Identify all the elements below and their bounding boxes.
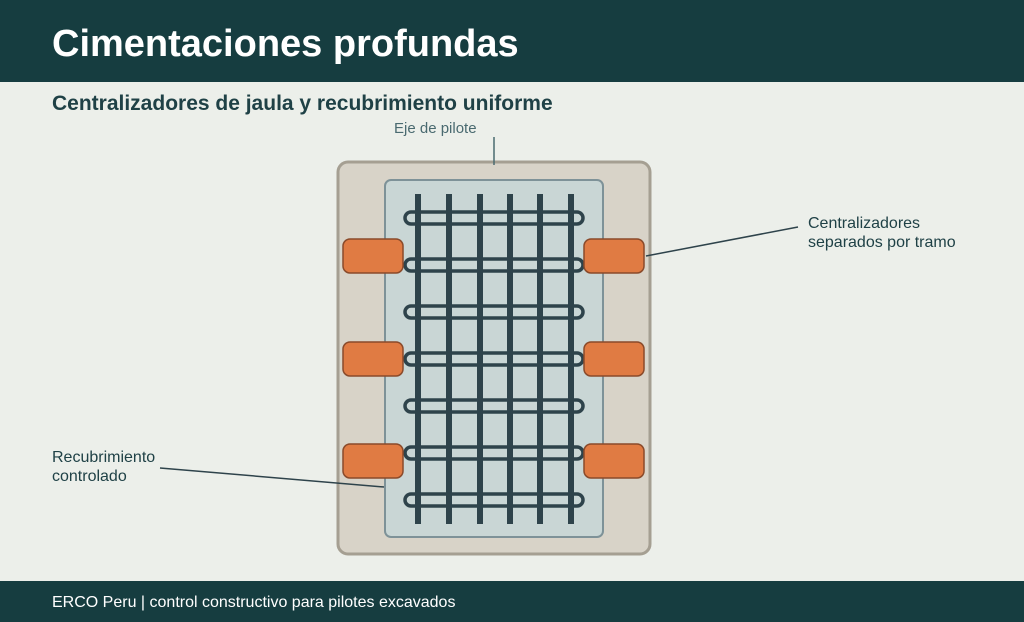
header-bar [0, 0, 1024, 82]
longitudinal-bars [415, 194, 574, 524]
centralizer [583, 341, 645, 377]
cover-label-line2: controlado [52, 468, 127, 485]
stirrup [403, 398, 585, 414]
stirrup [403, 445, 585, 461]
centralizer [583, 238, 645, 274]
cover-leader [159, 467, 385, 488]
stirrup [403, 210, 585, 226]
stirrup [403, 351, 585, 367]
centralizers-right [583, 238, 645, 479]
centralizers-left [342, 238, 404, 479]
footer-text: ERCO Peru | control constructivo para pi… [52, 594, 456, 611]
stirrup [403, 492, 585, 508]
centralizer [342, 341, 404, 377]
centralizers-label-line1: Centralizadores [808, 215, 920, 232]
footer-bar [0, 581, 1024, 622]
page-subtitle: Centralizadores de jaula y recubrimiento… [52, 92, 553, 115]
stirrup [403, 304, 585, 320]
centralizer [342, 443, 404, 479]
centralizer [583, 443, 645, 479]
centralizers-leader [645, 226, 799, 257]
page-title: Cimentaciones profundas [52, 23, 519, 65]
stirrups [403, 210, 585, 508]
cover-label-line1: Recubrimiento [52, 449, 155, 466]
stirrup [403, 257, 585, 273]
pile-axis-label: Eje de pilote [394, 120, 477, 137]
centralizers-label-line2: separados por tramo [808, 234, 956, 251]
centralizer [342, 238, 404, 274]
